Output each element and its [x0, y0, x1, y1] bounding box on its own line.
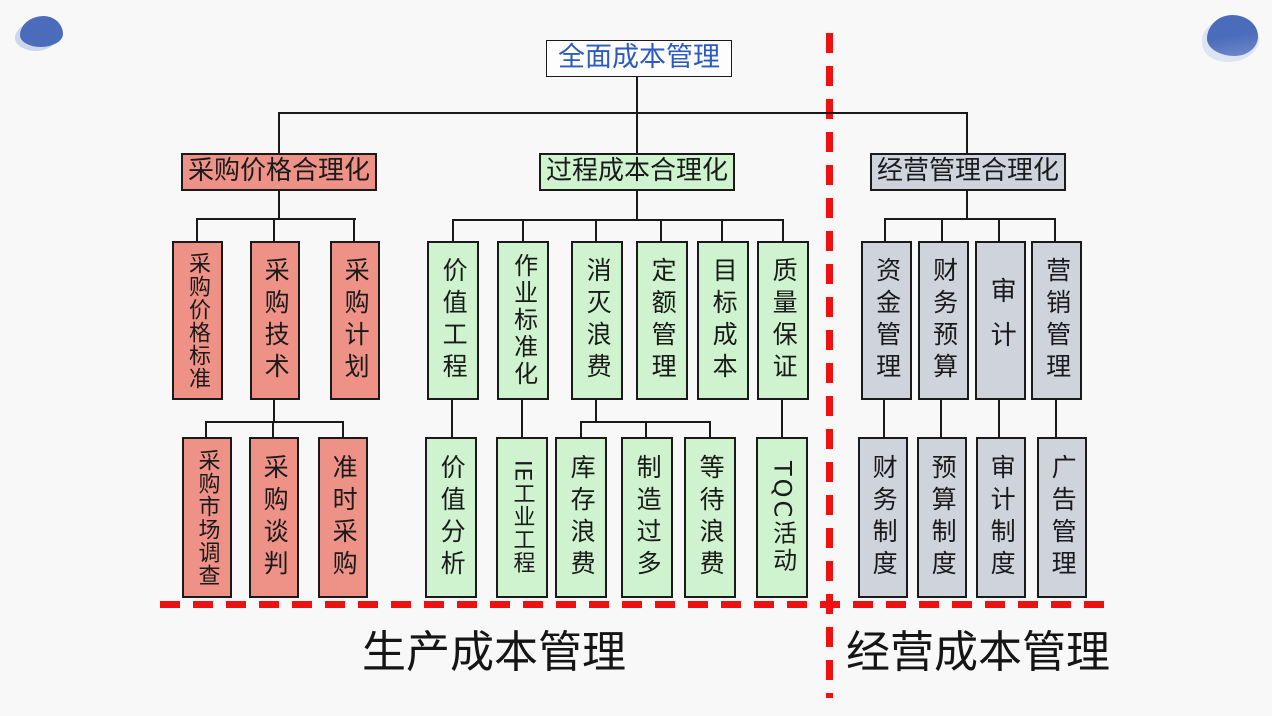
operation-standardization-node: 作业标准化: [497, 241, 549, 400]
connector-line: [205, 421, 207, 437]
procurement-market-survey-node: 采购市场调查: [182, 437, 232, 598]
connector-line: [196, 218, 198, 241]
connector-line: [580, 421, 582, 437]
connector-line: [278, 191, 280, 219]
quota-management-node: 定额管理: [636, 241, 688, 400]
connector-line: [966, 112, 968, 153]
marketing-management-node: 营销管理: [1031, 241, 1082, 400]
connector-line: [883, 400, 885, 437]
eliminate-waste-node: 消灭浪费: [571, 241, 623, 400]
connector-line: [342, 421, 344, 437]
procurement-plan-node: 采购计划: [330, 241, 380, 400]
connector-line: [1054, 218, 1056, 241]
target-cost-node: 目标成本: [697, 241, 749, 400]
financial-budget-node: 财务预算: [918, 241, 969, 400]
connector-line: [645, 421, 647, 437]
connector-line: [660, 219, 662, 241]
inventory-waste-node: 库存浪费: [555, 437, 607, 598]
waiting-waste-node: 等待浪费: [684, 437, 736, 598]
overproduction-node: 制造过多: [621, 437, 673, 598]
audit-system-node: 审计制度: [976, 437, 1026, 598]
connector-line: [595, 400, 597, 422]
audit-node: 审计: [975, 241, 1026, 400]
procurement-negotiation-node: 采购谈判: [249, 437, 299, 598]
connector-line: [452, 219, 454, 241]
blue-blob-top-left-icon: [20, 16, 63, 47]
connector-line: [1055, 400, 1057, 437]
connector-line: [998, 218, 1000, 241]
process-cost-rationalization-header: 过程成本合理化: [539, 153, 735, 191]
operating-cost-management-label: 经营成本管理: [846, 627, 1110, 678]
budget-system-node: 预算制度: [917, 437, 967, 598]
procurement-technique-node: 采购技术: [250, 241, 300, 400]
quality-assurance-node: 质量保证: [757, 241, 809, 400]
connector-line: [273, 218, 275, 241]
connector-line: [273, 400, 275, 422]
tqc-activity-node: TQC活动: [756, 437, 808, 598]
procurement-price-rationalization-header: 采购价格合理化: [181, 153, 377, 191]
ie-industrial-engineering-node: IE工业工程: [496, 437, 548, 598]
connector-line: [709, 421, 711, 437]
connector-line: [451, 400, 453, 437]
connector-line: [998, 400, 1000, 437]
connector-line: [452, 219, 784, 221]
red-dashed-vertical-divider: [826, 33, 833, 698]
connector-line: [721, 219, 723, 241]
production-cost-management-label: 生产成本管理: [362, 627, 626, 678]
connector-line: [884, 218, 886, 241]
financial-system-node: 财务制度: [858, 437, 908, 598]
jit-procurement-node: 准时采购: [318, 437, 368, 598]
red-dashed-horizontal-divider: [160, 601, 1113, 608]
connector-line: [522, 219, 524, 241]
connector-line: [636, 191, 638, 220]
connector-line: [521, 400, 523, 437]
connector-line: [781, 400, 783, 437]
connector-line: [595, 219, 597, 241]
fund-management-node: 资金管理: [861, 241, 912, 400]
operation-management-rationalization-header: 经营管理合理化: [870, 153, 1066, 191]
root-node-total-cost-management: 全面成本管理: [546, 40, 732, 77]
connector-line: [278, 112, 968, 114]
value-engineering-node: 价值工程: [427, 241, 479, 400]
connector-line: [940, 400, 942, 437]
connector-line: [205, 421, 344, 423]
connector-line: [636, 77, 638, 154]
connector-line: [941, 218, 943, 241]
connector-line: [966, 191, 968, 219]
connector-line: [196, 218, 356, 220]
advertising-management-node: 广告管理: [1037, 437, 1087, 598]
connector-line: [353, 218, 355, 241]
value-analysis-node: 价值分析: [425, 437, 477, 598]
procurement-price-standard-node: 采购价格标准: [172, 241, 223, 400]
connector-line: [782, 219, 784, 241]
blue-blob-top-right-icon: [1207, 15, 1258, 56]
connector-line: [884, 218, 1056, 220]
connector-line: [272, 421, 274, 437]
connector-line: [278, 112, 280, 153]
